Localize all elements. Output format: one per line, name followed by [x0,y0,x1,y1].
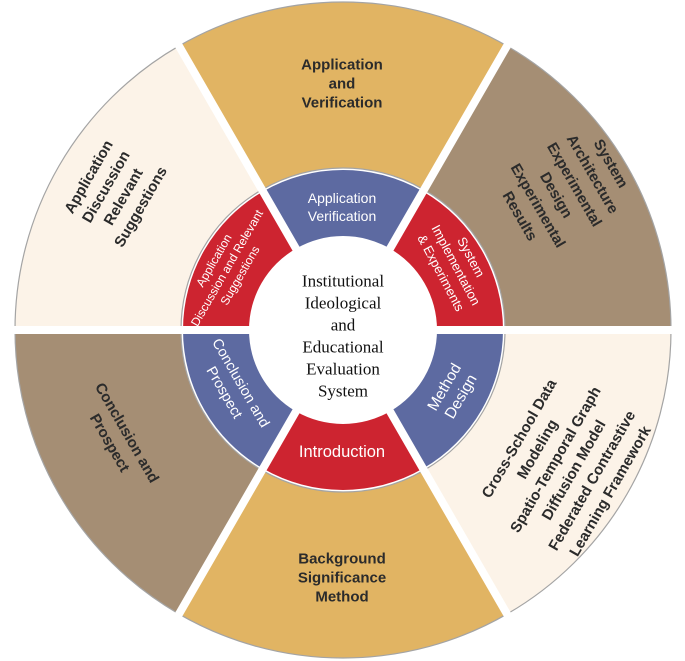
inner-segment-top [263,170,423,249]
inner-top-label: Application [308,190,377,206]
center-title-line: Educational [302,338,383,357]
outer-segment-top [178,1,508,191]
outer-bottom-label: Method [315,589,368,606]
sector-divider [173,406,301,620]
inner-segment-upper-left [183,191,296,330]
outer-bottom-label: Background [298,551,386,568]
center-title-line: and [331,316,356,335]
outer-top-label: and [329,76,356,93]
outer-top-label: Verification [302,95,383,112]
center-title-line: Evaluation [306,360,380,379]
center-title-line: System [318,382,368,401]
outer-top-label: Application [301,57,383,74]
outer-segment-upper-right [423,45,672,331]
inner-segment-bottom [263,411,423,490]
center-circle [251,238,435,422]
outer-segment-lower-right [423,329,672,615]
inner-segment-upper-right [390,191,503,330]
outer-segment-bottom [178,469,508,659]
sector-divider [173,40,301,254]
center-title-line: Ideological [305,294,382,313]
outer-bottom-label: Significance [298,570,386,587]
center-title-line: Institutional [302,272,384,291]
inner-segment-lower-right [390,330,503,469]
sector-divider [385,40,513,254]
inner-segment-lower-left [183,330,296,469]
inner-top-label: Verification [308,208,376,224]
outer-ring: ApplicationandVerificationSystemArchitec… [14,1,672,659]
sector-divider [385,406,513,620]
outer-segment-lower-left [14,329,263,615]
outer-segment-upper-left [14,45,263,331]
inner-bottom-label: Introduction [299,443,385,461]
